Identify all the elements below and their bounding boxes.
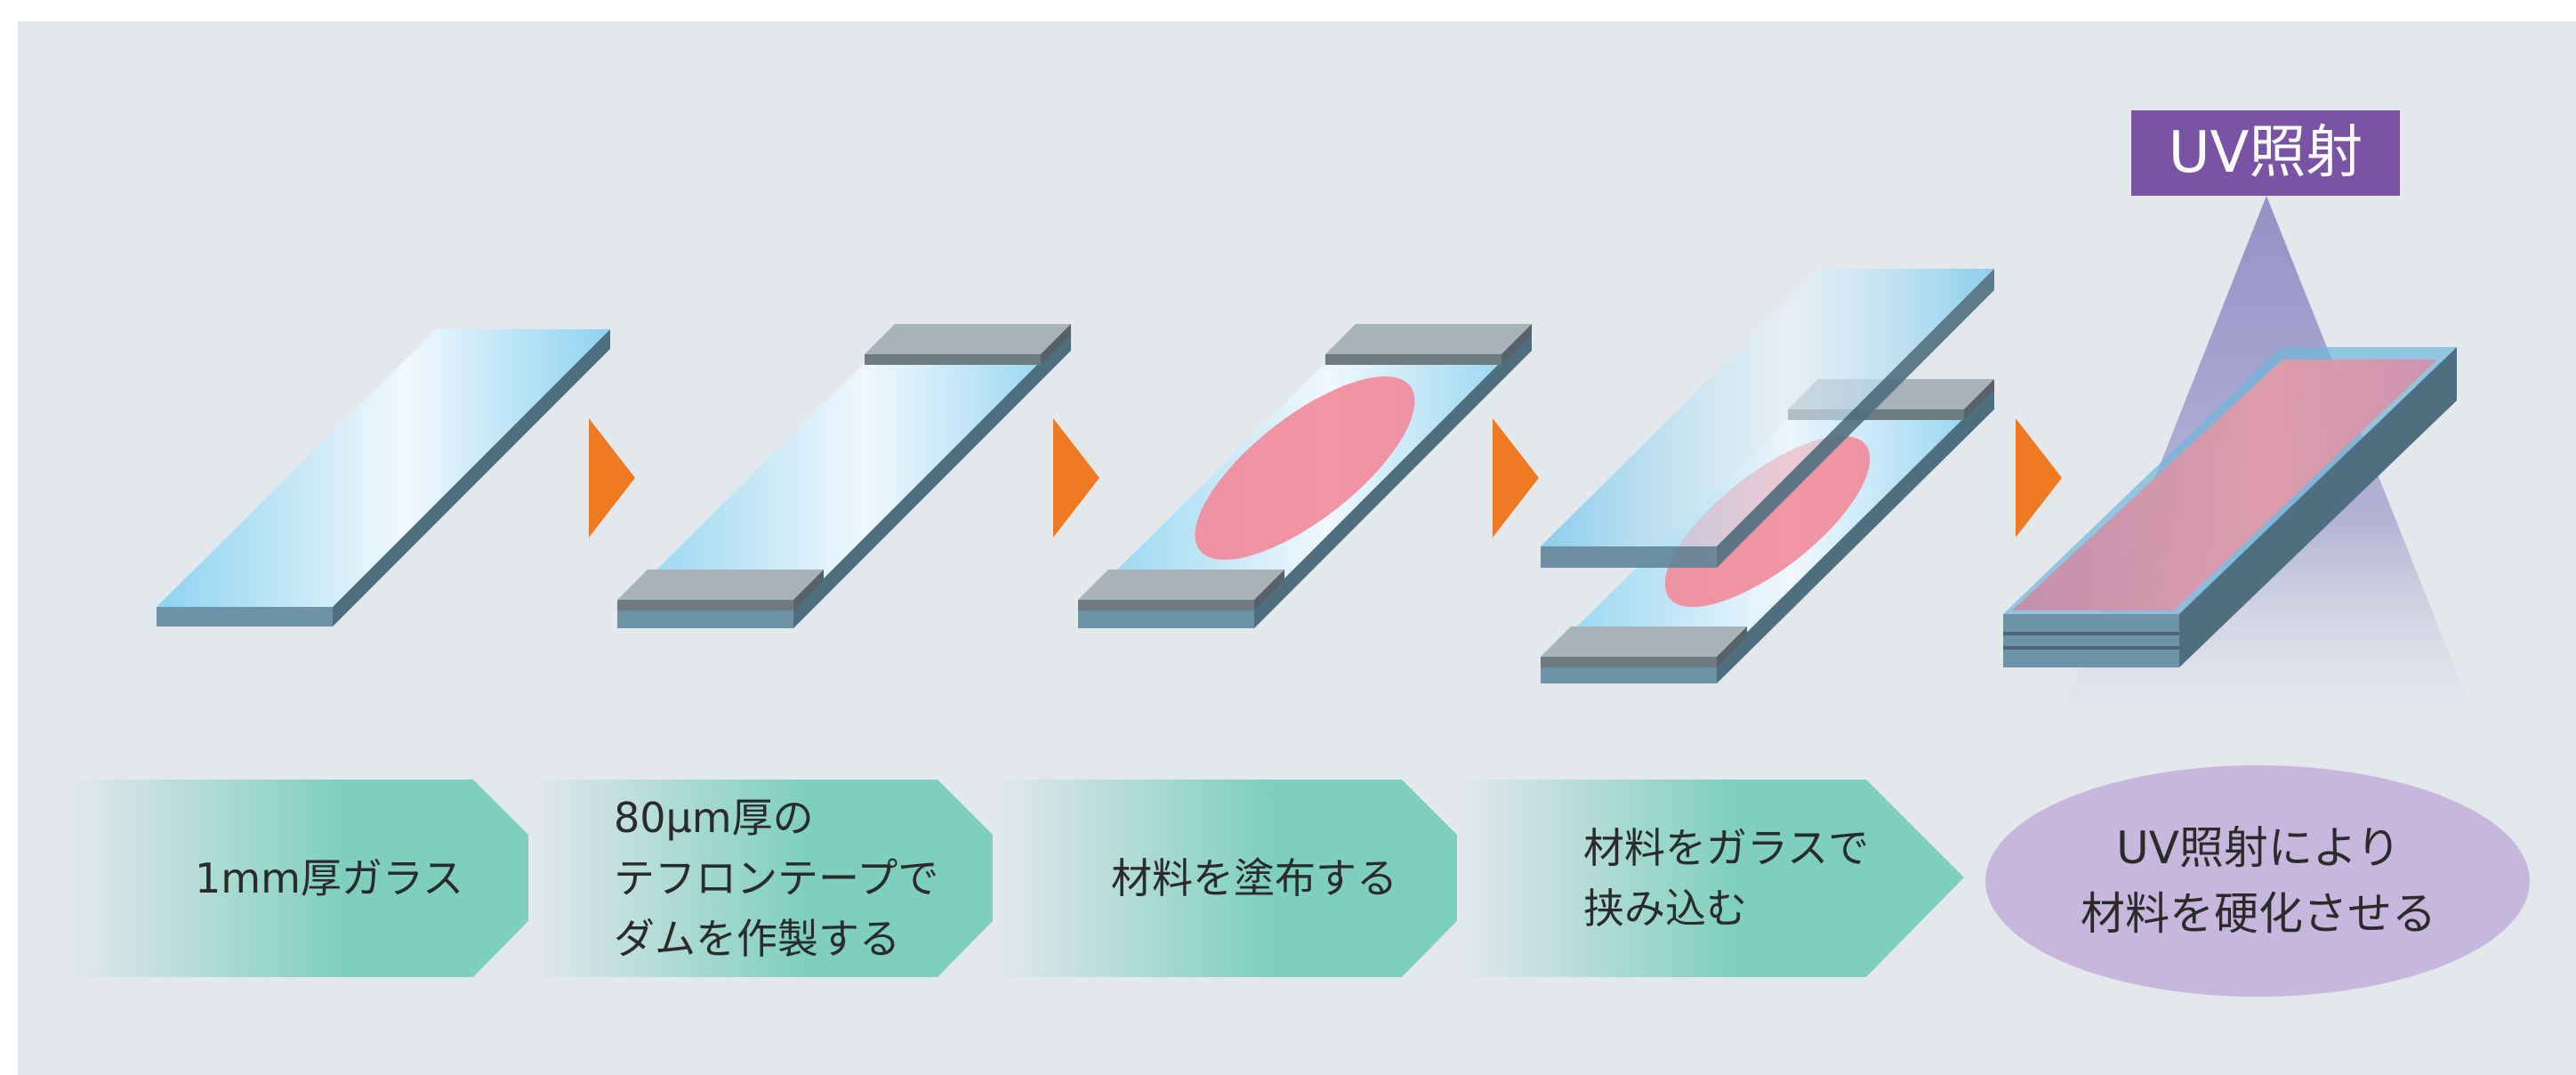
final-step-label: UV照射により 材料を硬化させる [2081, 822, 2436, 940]
step-label-4: 材料をガラスで 挟み込む [1583, 824, 1870, 933]
step-label-3: 材料を塗布する [1111, 854, 1397, 902]
step-label-1: 1mm厚ガラス [195, 854, 463, 902]
teflon-tape-4-bottom [1541, 626, 1747, 667]
material-blob-3 [1195, 376, 1415, 561]
teflon-tape-2-bottom [617, 570, 824, 610]
chevron-step-4 [1457, 780, 1964, 977]
chevron-step-2 [528, 780, 1035, 977]
chevron-step-1 [68, 780, 571, 977]
step-arrow-3 [1493, 418, 1539, 538]
step-label-2: 80μm厚の テフロンテープで ダムを作製する [614, 794, 939, 963]
step-arrow-1 [589, 418, 635, 538]
step-arrow-2 [1053, 418, 1099, 538]
step-arrow-4 [2016, 418, 2062, 538]
cured-stack [2003, 347, 2457, 667]
teflon-tape-3-bottom [1078, 570, 1284, 610]
glass-slide-4-top [1541, 269, 1994, 568]
glass-slide-2 [617, 331, 1071, 628]
final-step-ellipse [1985, 765, 2530, 997]
chevron-step-3 [993, 780, 1500, 977]
teflon-tape-3-top [1325, 324, 1532, 365]
uv-irradiation-badge: UV照射 [2131, 110, 2400, 196]
teflon-tape-2-top [865, 324, 1071, 365]
glass-slide-1 [157, 329, 610, 626]
